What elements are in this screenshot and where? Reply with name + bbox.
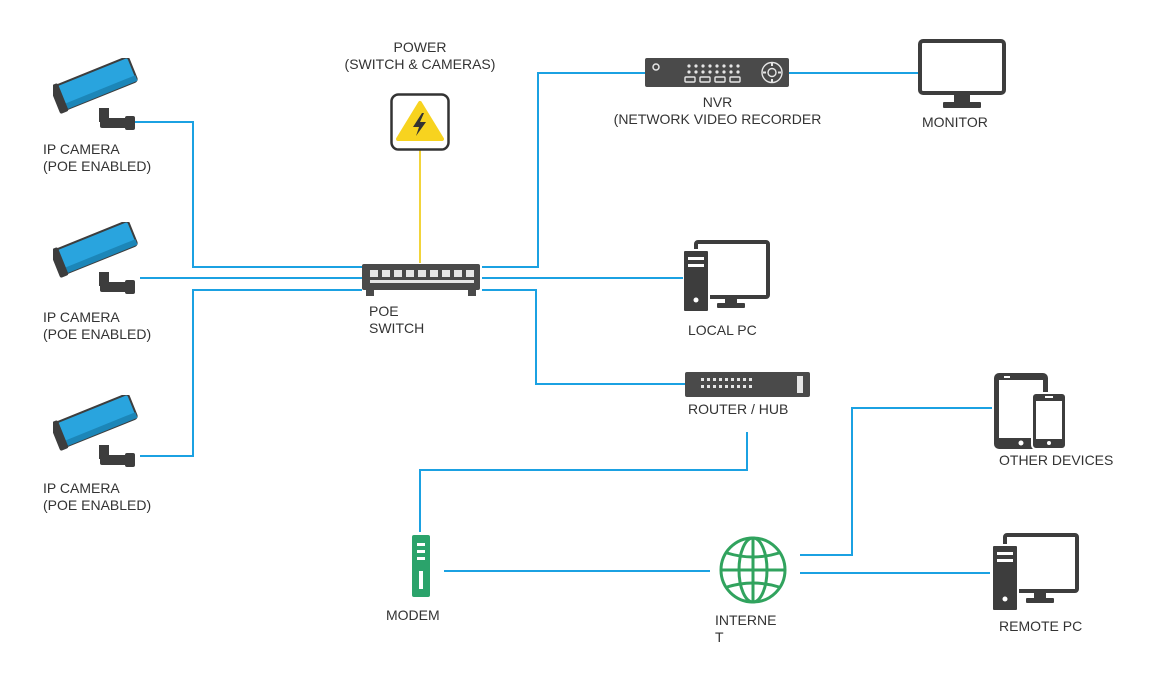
internet-label: INTERNE T (715, 612, 777, 645)
remote-pc[interactable] (991, 533, 1080, 618)
security-camera-icon (49, 393, 138, 467)
internet[interactable] (715, 535, 791, 610)
ip-camera-2[interactable] (49, 220, 141, 303)
modem[interactable] (408, 533, 434, 604)
router-label: ROUTER / HUB (688, 401, 789, 417)
ip-camera-1-label: IP CAMERA (POE ENABLED) (43, 141, 152, 174)
local-pc-label: LOCAL PC (688, 322, 757, 338)
cable-camera-1-switch (135, 121, 362, 268)
desktop-computer-icon (682, 240, 770, 313)
cable-switch-nvr (482, 72, 645, 268)
other-devices[interactable] (992, 371, 1068, 456)
modem-icon (412, 535, 430, 597)
monitor-label: MONITOR (922, 114, 988, 130)
remote-pc-label: REMOTE PC (999, 618, 1083, 634)
cable-camera-3-switch (140, 289, 362, 457)
other-devices-label: OTHER DEVICES (999, 452, 1114, 468)
monitor[interactable] (918, 39, 1006, 116)
router[interactable] (685, 372, 811, 403)
globe-icon (719, 536, 787, 604)
poe-switch[interactable] (362, 262, 482, 303)
security-camera-icon (49, 56, 138, 130)
poe-switch-label: POE SWITCH (369, 303, 425, 336)
monitor-icon (918, 39, 1006, 108)
desktop-computer-icon (991, 533, 1079, 612)
cable-internet-other-devices (800, 407, 992, 556)
network-switch-icon (362, 264, 480, 296)
ip-camera-2-label: IP CAMERA (POE ENABLED) (43, 309, 152, 342)
power-supply[interactable] (390, 93, 450, 156)
modem-label: MODEM (386, 607, 440, 623)
security-camera-icon (49, 220, 138, 294)
nvr[interactable] (645, 58, 790, 93)
cable-switch-router (482, 289, 685, 385)
cable-router-modem (419, 432, 748, 532)
tablet-and-phone-icon (994, 373, 1067, 450)
video-recorder-icon (645, 58, 789, 87)
router-icon (685, 372, 810, 397)
ip-camera-3-label: IP CAMERA (POE ENABLED) (43, 480, 152, 513)
ip-camera-3[interactable] (49, 393, 141, 476)
local-pc[interactable] (682, 240, 771, 319)
lightning-bolt-icon (390, 93, 450, 151)
nvr-label: NVR (NETWORK VIDEO RECORDER (613, 94, 822, 127)
ip-camera-1[interactable] (49, 56, 141, 139)
power-label: POWER (SWITCH & CAMERAS) (344, 39, 496, 72)
